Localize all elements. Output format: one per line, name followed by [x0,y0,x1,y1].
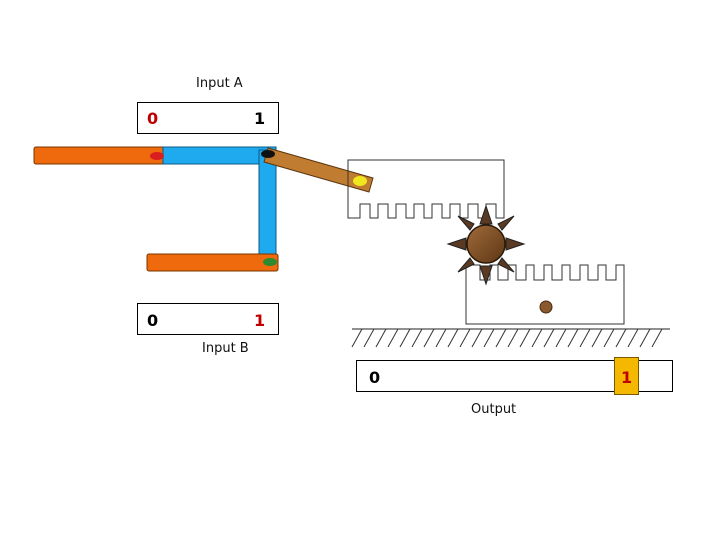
ground-hatching [351,328,663,348]
red-pin [150,152,164,160]
output-active-indicator [614,357,639,395]
output-label: Output [471,402,517,417]
upper-rack [347,159,505,219]
output-pin [539,300,553,314]
input-a-box[interactable] [137,102,279,134]
input-a-label: Input A [196,76,243,91]
input-b-left-value: 0 [147,311,159,330]
gear [446,204,526,286]
input-a-left-value: 0 [147,109,159,128]
input-b-right-value: 1 [254,311,266,330]
input-a-right-value: 1 [254,109,266,128]
input-b-box[interactable] [137,303,279,335]
lower-rack [465,264,625,325]
blue-vertical-arm [258,149,277,272]
black-pin [261,150,275,158]
yellow-pin [353,176,367,186]
output-right-value: 1 [621,368,633,387]
gear-body [466,224,506,264]
green-pin [263,258,277,266]
input-b-slider-bar[interactable] [146,253,279,272]
input-b-label: Input B [202,341,249,356]
output-left-value: 0 [369,368,381,387]
lever-arm [263,147,374,193]
input-a-slider-bar[interactable] [33,146,167,165]
